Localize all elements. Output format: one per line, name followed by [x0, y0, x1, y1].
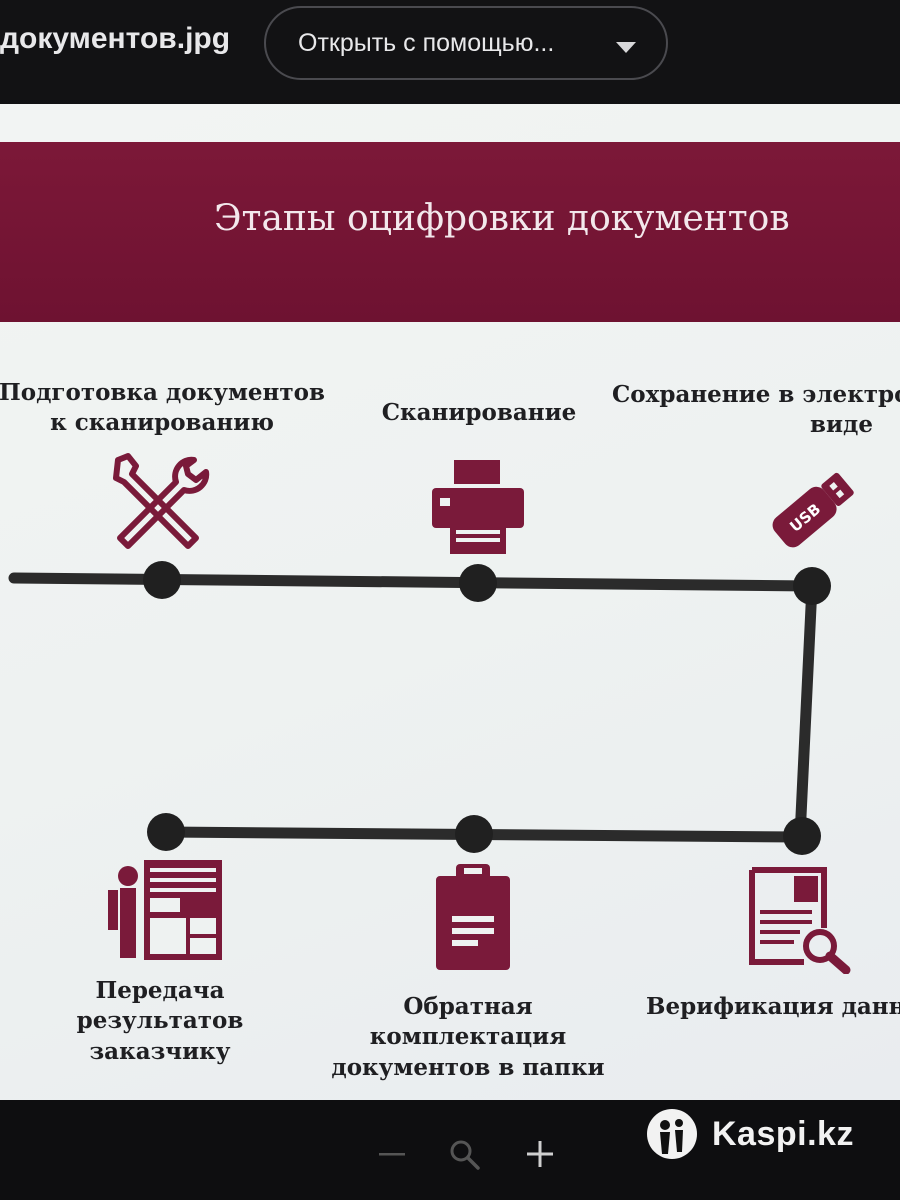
slide-title: Этапы оцифровки документов	[214, 198, 790, 239]
magnifier-icon	[450, 1140, 480, 1170]
printer-icon	[432, 460, 524, 554]
step-label-verification: Верификация данных	[646, 993, 900, 1020]
open-with-button[interactable]: Открыть с помощью...	[264, 6, 668, 80]
step-label-handover: Передача результатов заказчику	[76, 977, 244, 1065]
zoom-bar	[0, 1100, 900, 1200]
document-search-icon	[749, 867, 851, 974]
clipboard-icon	[436, 864, 510, 970]
timeline-node-3	[793, 567, 831, 605]
minus-icon	[379, 1153, 405, 1156]
zoom-search-button[interactable]	[440, 1130, 488, 1178]
step-label-saving: Сохранение в электронном виде	[612, 381, 900, 439]
kaspi-watermark: Kaspi.kz	[646, 1108, 854, 1160]
archive-person-icon	[108, 860, 222, 960]
slide-image: Этапы оцифровки документов Подготовка до…	[0, 104, 900, 1100]
timeline-node-1	[143, 561, 181, 599]
step-label-scanning: Сканирование	[381, 399, 577, 426]
zoom-out-button[interactable]	[368, 1130, 416, 1178]
viewer-topbar: документов.jpg Открыть с помощью...	[0, 0, 900, 100]
tools-icon	[113, 453, 210, 549]
open-with-label: Открыть с помощью...	[298, 28, 555, 57]
timeline-node-4	[783, 817, 821, 855]
step-label-reassembly: Обратная комплектация документов в папки	[331, 993, 605, 1081]
kaspi-logo-icon	[647, 1109, 697, 1159]
watermark-text: Kaspi.kz	[712, 1114, 854, 1153]
file-name: документов.jpg	[0, 22, 231, 55]
timeline-node-6	[147, 813, 185, 851]
timeline-node-2	[459, 564, 497, 602]
step-label-preparation: Подготовка документов к сканированию	[0, 379, 325, 437]
chevron-down-icon	[616, 42, 636, 53]
zoom-in-button[interactable]	[516, 1130, 564, 1178]
timeline-path	[8, 561, 831, 855]
timeline-node-5	[455, 815, 493, 853]
usb-drive-icon: USB	[772, 472, 854, 548]
plus-icon	[527, 1141, 553, 1167]
slide-header	[0, 142, 900, 322]
